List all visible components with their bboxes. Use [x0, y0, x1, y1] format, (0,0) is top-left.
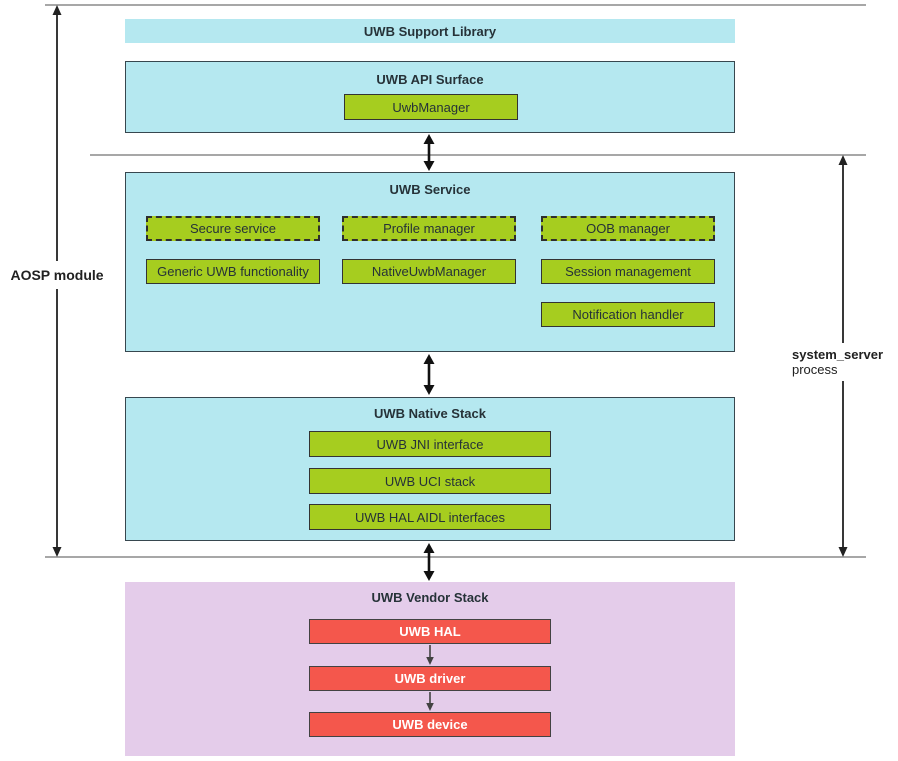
uwb-support-library-title: UWB Support Library [363, 23, 497, 39]
uwb-jni-interface-box: UWB JNI interface [309, 431, 551, 457]
system-server-process-label: system_server process [790, 343, 888, 381]
uwb-vendor-stack-title: UWB Vendor Stack [371, 590, 489, 605]
process-text: process [792, 362, 838, 377]
uwb-native-stack-title: UWB Native Stack [374, 406, 486, 421]
uwb-device-box: UWB device [309, 712, 551, 737]
service-native-bidirectional-arrow-icon [423, 354, 435, 395]
top-boundary-line [45, 4, 866, 6]
aosp-module-text: AOSP module [10, 267, 104, 283]
uwb-uci-stack-box: UWB UCI stack [309, 468, 551, 494]
secure-service-box: Secure service [146, 216, 320, 241]
vendor-boundary-line [45, 556, 866, 558]
uwb-api-surface-title: UWB API Surface [376, 72, 484, 87]
nativeuwbmanager-box: NativeUwbManager [342, 259, 516, 284]
aosp-module-label: AOSP module [8, 261, 106, 289]
uwb-vendor-stack-layer: UWB Vendor Stack UWB HAL UWB driver UWB … [125, 582, 735, 756]
profile-manager-box: Profile manager [342, 216, 516, 241]
api-service-bidirectional-arrow-icon [423, 134, 435, 171]
uwb-service-layer: UWB Service Secure service Profile manag… [125, 172, 735, 352]
driver-device-down-arrow-icon [426, 692, 434, 711]
system-server-boundary-line [90, 154, 866, 156]
uwbmanager-box: UwbManager [344, 94, 518, 120]
session-management-box: Session management [541, 259, 715, 284]
uwb-hal-box: UWB HAL [309, 619, 551, 644]
uwb-hal-aidl-interfaces-box: UWB HAL AIDL interfaces [309, 504, 551, 530]
uwb-driver-box: UWB driver [309, 666, 551, 691]
system-server-text: system_server [792, 347, 884, 362]
uwb-native-stack-layer: UWB Native Stack UWB JNI interface UWB U… [125, 397, 735, 541]
oob-manager-box: OOB manager [541, 216, 715, 241]
native-vendor-bidirectional-arrow-icon [423, 543, 435, 581]
uwb-service-title: UWB Service [389, 182, 471, 197]
notification-handler-box: Notification handler [541, 302, 715, 327]
hal-driver-down-arrow-icon [426, 645, 434, 665]
uwb-api-surface-layer: UWB API Surface UwbManager [125, 61, 735, 133]
uwb-support-library-layer: UWB Support Library [125, 19, 735, 43]
generic-uwb-functionality-box: Generic UWB functionality [146, 259, 320, 284]
